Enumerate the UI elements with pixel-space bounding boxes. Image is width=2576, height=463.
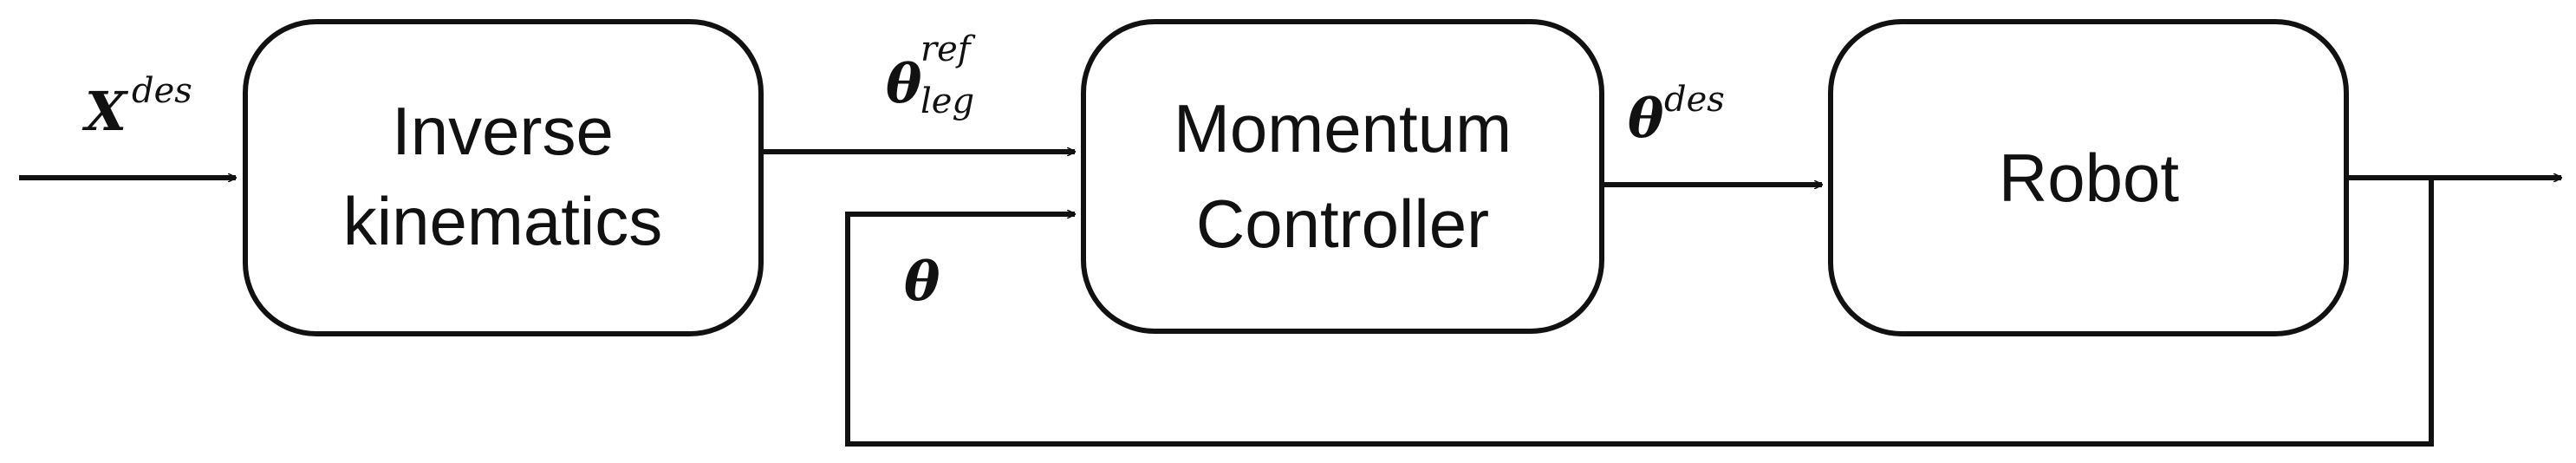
inverse-kinematics-block: Inverse kinematics [243,19,764,336]
theta-feedback-symbol: θ [904,250,940,313]
theta-ref-leg-symbol: θ [886,52,922,115]
theta-des-superscript: des [1664,80,1725,120]
label-theta-feedback: θ [904,250,940,313]
momentum-controller-label-line1: Momentum [1174,90,1512,166]
robot-label: Robot [1999,140,2179,216]
inverse-kinematics-box [243,19,764,336]
momentum-controller-block: Momentum Controller [1081,19,1604,334]
robot-block: Robot [1828,19,2349,336]
x-des-superscript: des [132,71,192,111]
momentum-controller-label-line2: Controller [1196,186,1489,262]
label-theta-des: θ des [1628,80,1725,150]
x-des-symbol: X [81,80,129,143]
theta-ref-leg-superscript: ref [920,29,976,69]
inverse-kinematics-label-line1: Inverse [392,93,614,169]
label-theta-ref-leg: θ ref leg [886,29,976,121]
inverse-kinematics-label-line2: kinematics [343,183,662,259]
label-x-des: X des [81,71,192,143]
theta-des-symbol: θ [1628,87,1664,150]
momentum-controller-box [1081,19,1604,334]
theta-ref-leg-subscript: leg [920,82,974,121]
feedback-loop-line [845,178,2434,447]
